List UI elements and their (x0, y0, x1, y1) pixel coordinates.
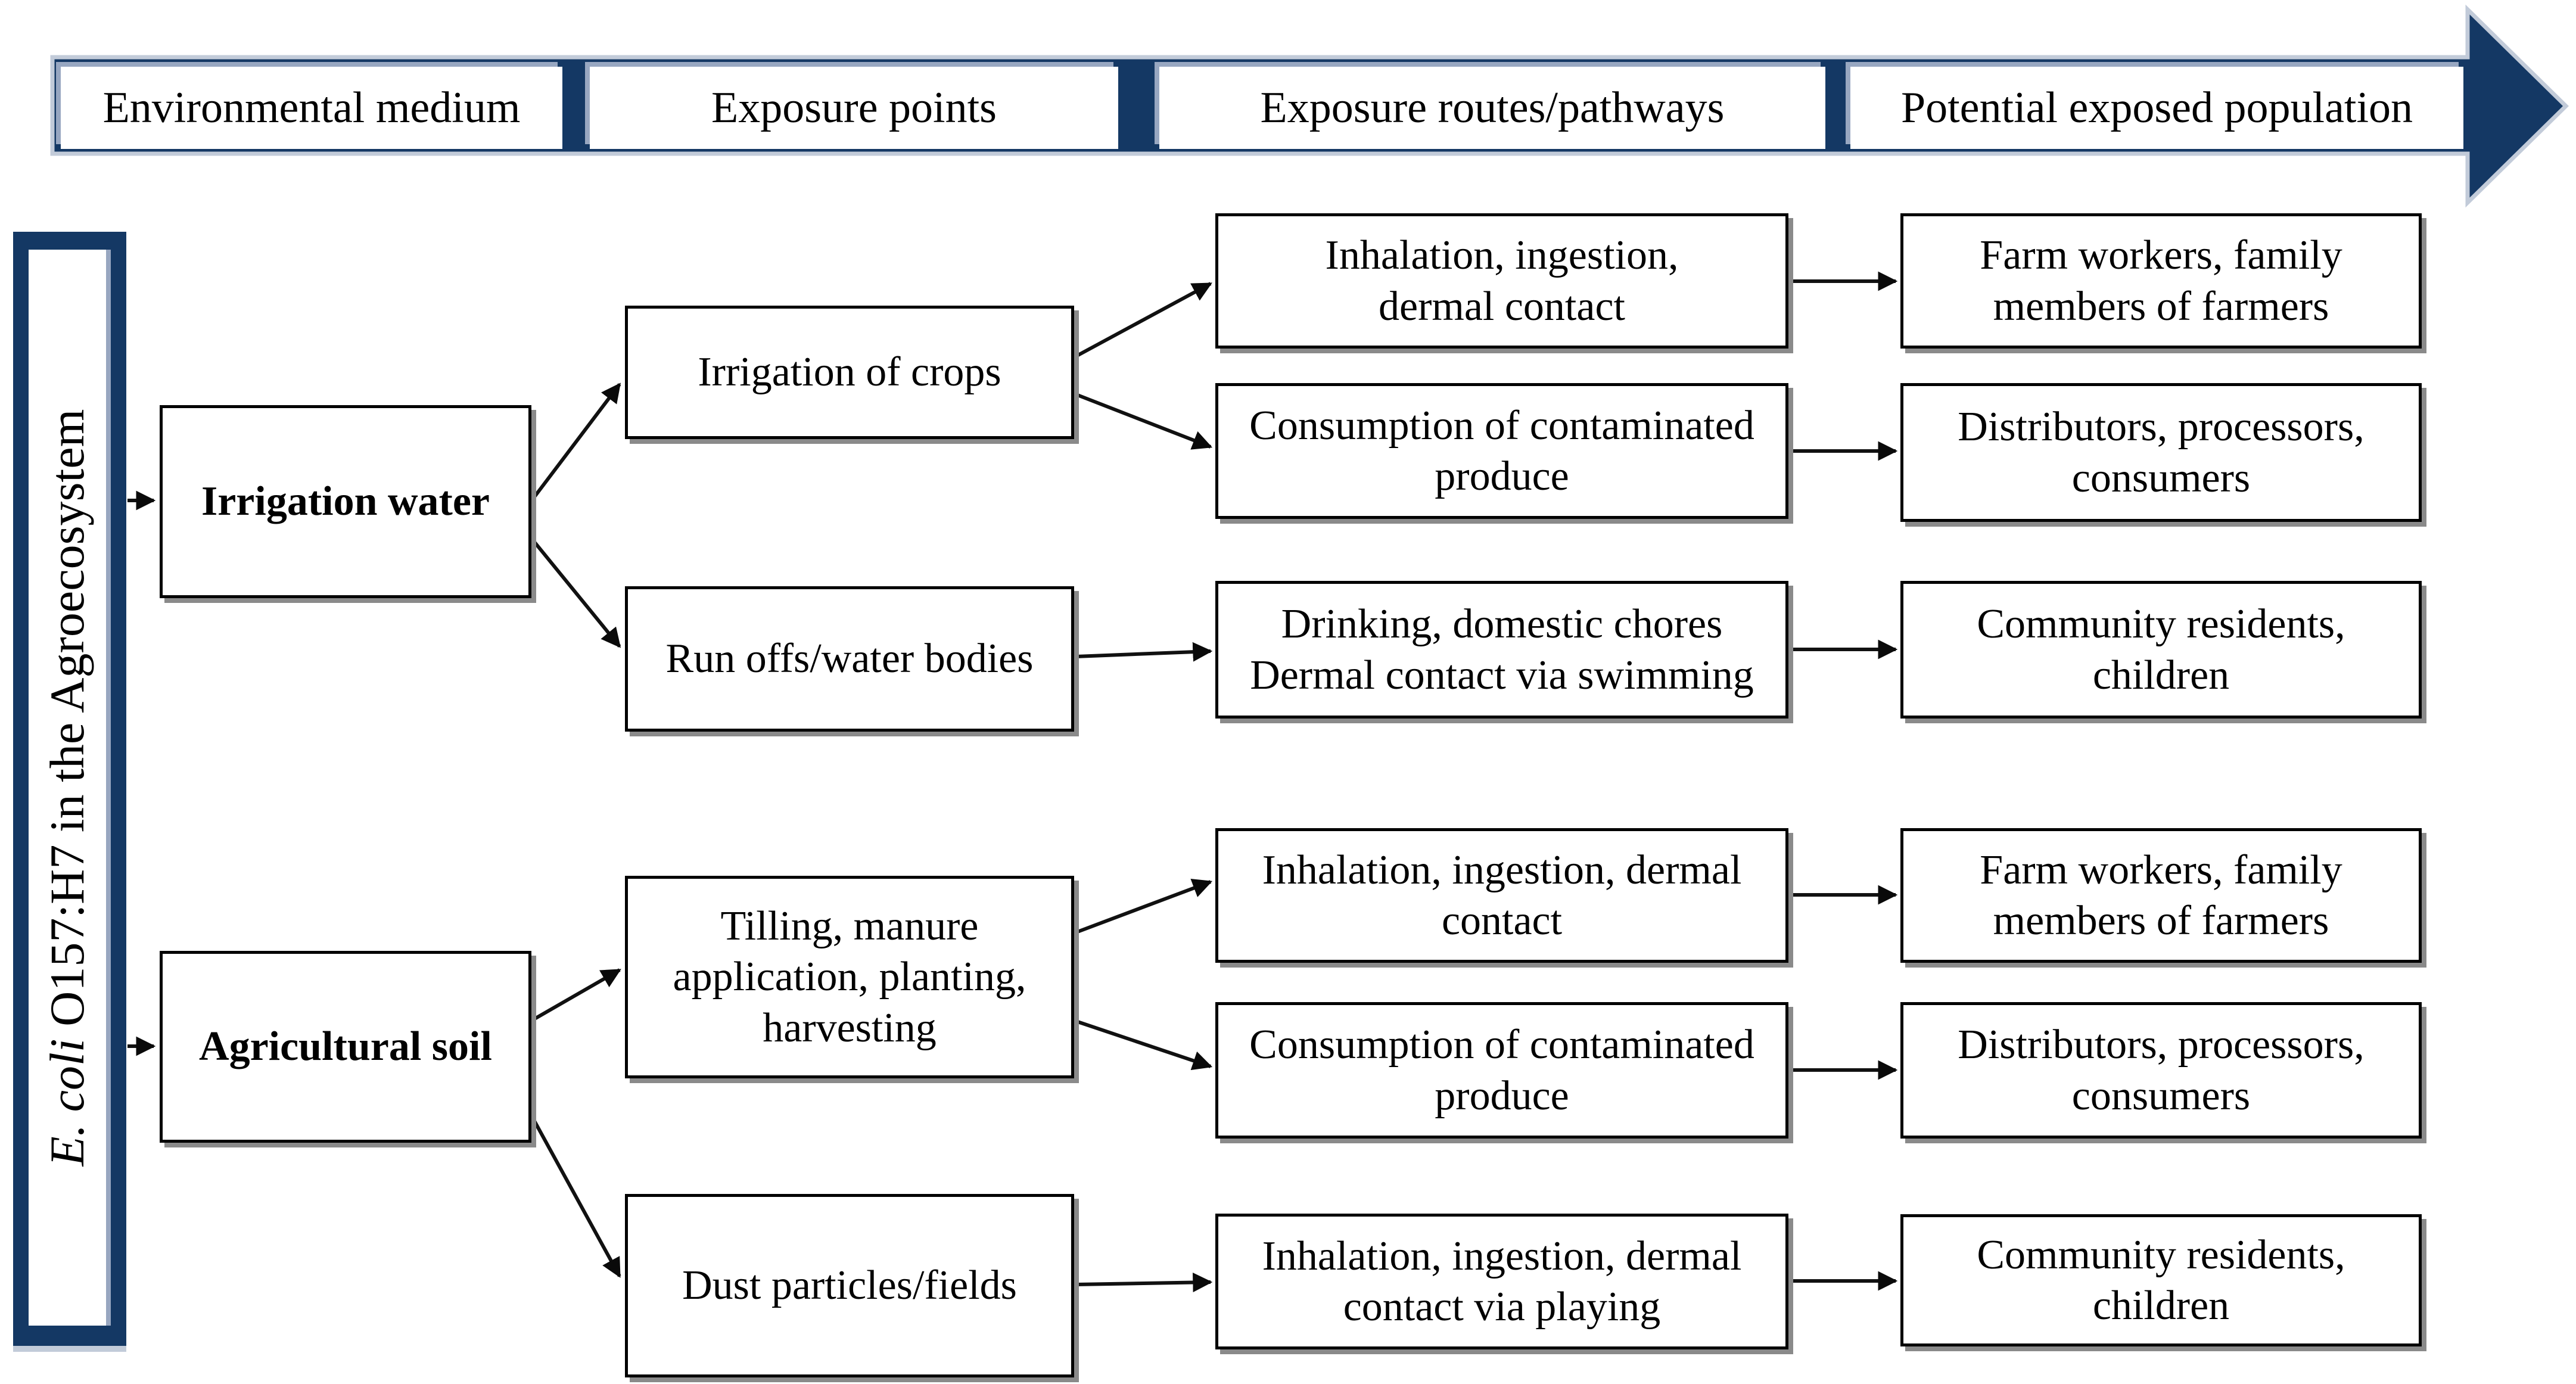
banner-stage-exposure-routes: Exposure routes/pathways (1159, 67, 1825, 149)
node-irrigation-of-crops: Irrigation of crops (625, 306, 1074, 439)
node-dust-particles-fields: Dust particles/fields (625, 1194, 1074, 1377)
arrow-irrigation-water-to-crops (531, 382, 621, 500)
banner-stage-exposure-points: Exposure points (590, 67, 1118, 149)
arrow-crops-to-consumption (1075, 393, 1213, 450)
node-irrigation-water: Irrigation water (160, 405, 531, 598)
node-pop-community-1: Community residents, children (1900, 581, 2422, 719)
node-tilling-manure-application: Tilling, manure application, planting, h… (625, 876, 1074, 1078)
source-bar-label: E. coli O157:H7 in the Agroecosystem (27, 257, 108, 1318)
node-pop-distributors-2: Distributors, processors, consumers (1900, 1002, 2422, 1139)
node-route-consumption-1: Consumption of contaminated produce (1215, 383, 1788, 519)
node-pop-farm-workers-2: Farm workers, family members of farmers (1900, 828, 2422, 963)
arrow-tilling-to-inhalation (1075, 879, 1213, 934)
node-pop-community-2: Community residents, children (1900, 1214, 2422, 1346)
node-pop-distributors-1: Distributors, processors, consumers (1900, 383, 2422, 522)
node-route-inhalation-dermal-2: Inhalation, ingestion, dermal contact (1215, 828, 1788, 963)
node-route-inhalation-dermal-1: Inhalation, ingestion, dermal contact (1215, 213, 1788, 349)
source-bar: E. coli O157:H7 in the Agroecosystem (13, 232, 126, 1346)
source-organism-italic: E. coli (40, 1038, 94, 1167)
node-route-consumption-2: Consumption of contaminated produce (1215, 1002, 1788, 1139)
arrow-soil-to-tilling (531, 968, 621, 1022)
arrow-irrigation-water-to-runoffs (531, 539, 621, 648)
banner-stage-environmental-medium: Environmental medium (61, 67, 562, 149)
node-route-inhalation-playing: Inhalation, ingestion, dermal contact vi… (1215, 1214, 1788, 1349)
node-route-drinking-swimming: Drinking, domestic chores Dermal contact… (1215, 581, 1788, 719)
node-agricultural-soil: Agricultural soil (160, 951, 531, 1143)
source-bar-panel: E. coli O157:H7 in the Agroecosystem (29, 250, 111, 1326)
arrow-runoffs-to-drinking (1075, 642, 1213, 662)
arrow-soil-to-dust (531, 1116, 621, 1278)
banner-stage-exposed-population: Potential exposed population (1850, 67, 2463, 149)
node-pop-farm-workers-1: Farm workers, family members of farmers (1900, 213, 2422, 349)
arrow-crops-to-inhalation (1075, 282, 1212, 358)
node-run-offs-water-bodies: Run offs/water bodies (625, 586, 1074, 732)
arrow-dust-to-playing (1075, 1273, 1213, 1293)
arrow-tilling-to-consumption (1075, 1019, 1213, 1071)
source-context-text: O157:H7 in the Agroecosystem (40, 409, 94, 1039)
